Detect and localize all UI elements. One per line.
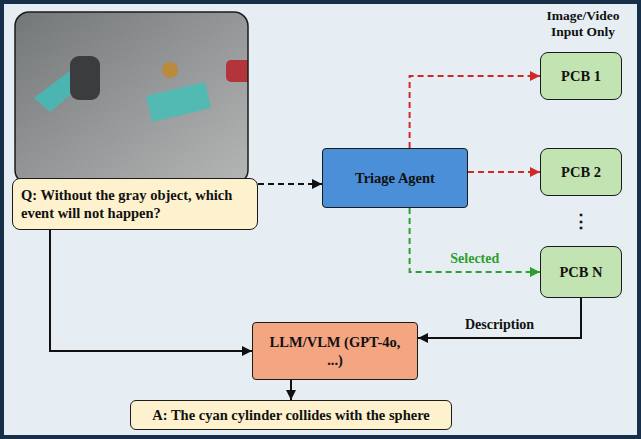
connector-arrow — [290, 380, 292, 400]
pcb-box: PCB N — [540, 246, 622, 298]
connector-arrow — [410, 76, 540, 148]
connector-arrow — [258, 183, 322, 185]
pcb-box: PCB 2 — [540, 148, 622, 196]
scene-image — [15, 12, 248, 184]
agent-box: Triage Agent — [322, 148, 468, 208]
connector-arrow — [50, 230, 252, 351]
ellipsis-mark: ⋮ — [566, 211, 596, 233]
pcb-box: PCB 1 — [540, 52, 622, 100]
connector-arrow — [468, 171, 540, 173]
answer-box: A: The cyan cylinder collides with the s… — [130, 400, 452, 430]
edge-label: Selected — [450, 251, 499, 268]
gray-cylinder — [70, 56, 100, 100]
node-text: PCB 2 — [561, 163, 601, 181]
input-note: Image/Video Input Only — [531, 8, 635, 40]
connector-arrow — [410, 208, 540, 272]
node-text: PCB 1 — [561, 67, 601, 85]
node-text: PCB N — [559, 263, 602, 281]
node-text: Q: Without the gray object, which event … — [21, 186, 249, 222]
node-text: LLM/VLM (GPT-4o, ...) — [261, 333, 409, 369]
image-border — [15, 12, 248, 184]
edge-label: Description — [465, 317, 534, 334]
cyan-cylinder — [146, 82, 211, 122]
model-box: LLM/VLM (GPT-4o, ...) — [252, 322, 418, 380]
sphere — [162, 62, 178, 78]
question-box: Q: Without the gray object, which event … — [12, 178, 258, 230]
node-text: Triage Agent — [355, 169, 435, 187]
connector-arrow — [418, 298, 581, 338]
node-text: A: The cyan cylinder collides with the s… — [152, 406, 430, 424]
red-object — [226, 60, 248, 82]
